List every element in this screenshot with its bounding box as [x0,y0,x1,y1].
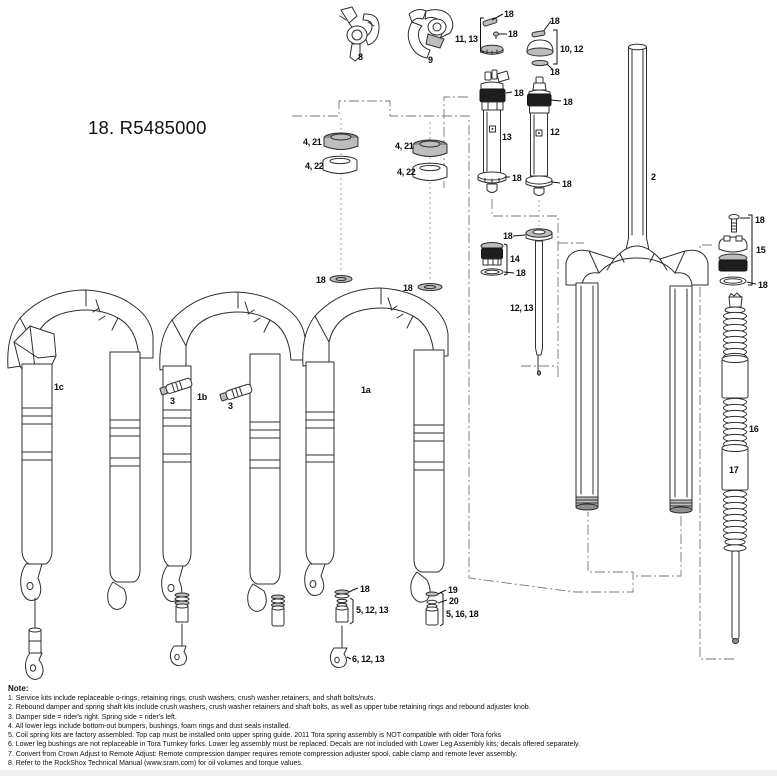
label-18-cart13-top: 18 [514,88,524,98]
label-part-20: 20 [449,596,459,606]
label-part-2: 2 [651,172,656,182]
page-edge-strip [0,770,777,776]
footnote-line: 5. Coil spring kits are factory assemble… [8,732,502,740]
damper-cartridge-12 [525,76,562,196]
cable-clamp-lever-assembly [407,9,454,59]
crush-washer-shaft-bolt-group [329,587,359,669]
upper-tube-washers [329,275,443,291]
label-5-12-13: 5, 12, 13 [356,605,389,615]
label-part-10-12: 10, 12 [560,44,584,54]
damper-shaft-group [512,228,553,376]
label-18-pin-right: 18 [550,16,560,26]
dust-seal-foam-ring-left [322,132,359,174]
spring-guide-14-group [480,242,515,276]
lower-leg-assembly-1c [7,289,154,610]
label-18-shaft-cap: 18 [503,231,513,241]
crown-steerer-assembly-2 [565,43,709,514]
label-18-topcap-oring: 18 [758,280,768,290]
shaft-bolt-clamp-1c [25,597,44,680]
label-18-washer-right: 18 [550,67,560,77]
label-part-17: 17 [729,465,739,475]
label-18-pin-left: 18 [504,9,514,19]
label-part-12-13: 12, 13 [510,303,534,313]
label-part-12: 12 [550,127,560,137]
label-18-cart12-bottom: 18 [562,179,572,189]
washer-stack-bolt-1b-right [271,594,285,627]
label-part-8: 8 [358,52,363,62]
footnote-line: 7. Convert from Crown Adjust to Remote A… [8,750,518,758]
label-part-3-left: 3 [170,396,175,406]
label-part-1c: 1c [54,382,64,392]
footnote-line: 6. Lower leg bushings are not replaceabl… [8,741,580,749]
label-18-cart12-top: 18 [563,97,573,107]
dust-seal-foam-ring-right [412,139,448,181]
label-part-19: 19 [448,585,458,595]
label-18-bottom-washer: 18 [360,584,370,594]
label-4-21-left: 4, 21 [303,137,322,147]
label-18-oring-14: 18 [516,268,526,278]
washer-stack-bolt-1b-left [169,592,190,667]
label-5-16-18: 5, 16, 18 [446,609,479,619]
label-18-topcap-screw: 18 [755,215,765,225]
damper-cartridge-13 [477,69,513,193]
label-part-13: 13 [502,132,512,142]
footnotes-heading: Note: [8,684,29,693]
label-part-14: 14 [510,254,520,264]
lower-leg-assembly-1a [302,287,449,603]
label-6-12-13: 6, 12, 13 [352,654,385,664]
label-part-3-right: 3 [228,401,233,411]
footnote-line: 8. Refer to the RockShox Technical Manua… [8,760,303,768]
footnote-line: 4. All lower legs include bottom-out bum… [8,722,291,730]
label-18-washer-right-col: 18 [403,283,413,293]
kit-number-title: 18. R5485000 [88,117,207,138]
label-18-screw: 18 [508,29,518,39]
label-part-1a: 1a [361,385,372,395]
footnote-line: 3. Damper side = rider's right. Spring s… [8,713,177,721]
footnotes: Note: 1. Service kits include replaceabl… [8,684,648,768]
label-part-16: 16 [749,424,759,434]
rebound-knob-hardware-group [480,13,507,55]
coil-spring-assembly [721,292,749,644]
spring-side-bolt-group [425,589,448,627]
label-18-washer-left-col: 18 [316,275,326,285]
label-18-cart13-bottom: 18 [512,173,522,183]
label-4-22-left: 4, 22 [305,161,324,171]
label-part-1b: 1b [197,392,208,402]
remote-lever-assembly [339,6,380,62]
top-cap-hardware-group [526,20,558,70]
label-4-22-right: 4, 22 [397,167,416,177]
label-part-9: 9 [428,55,433,65]
label-part-11-13: 11, 13 [455,34,478,44]
lower-leg-assembly-1b [159,291,306,612]
footnote-line: 2. Rebound damper and spring shaft kits … [8,704,531,712]
assembly-leader-lines [292,96,735,660]
label-part-15: 15 [756,245,766,255]
top-cap-15-group [718,214,757,286]
label-4-21-right: 4, 21 [395,141,414,151]
footnote-line: 1. Service kits include replaceable o-ri… [8,695,376,702]
